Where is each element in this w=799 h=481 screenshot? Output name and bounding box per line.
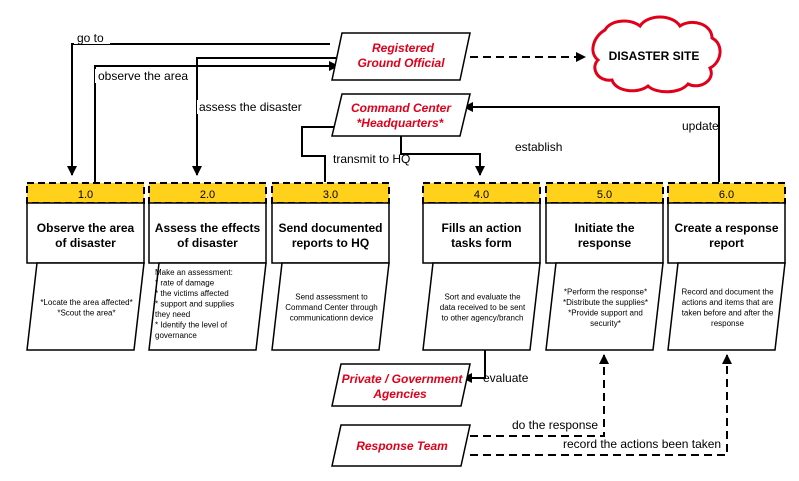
process-title: tasks form <box>451 236 512 250</box>
svg-text:*Headquarters*: *Headquarters* <box>357 116 445 130</box>
label-establish: establish <box>515 140 562 154</box>
process-title: reports to HQ <box>292 236 369 250</box>
label-record-actions: record the actions been taken <box>563 437 721 451</box>
process-number: 6.0 <box>719 189 734 201</box>
process-number: 4.0 <box>474 189 489 201</box>
entity-response-team[interactable]: Response Team <box>331 424 471 467</box>
flow-record-actions <box>470 354 732 456</box>
entity-command-center[interactable]: Command Center *Headquarters* <box>331 93 471 137</box>
svg-text:Ground Official: Ground Official <box>357 56 445 70</box>
process-description-line: Command Center through <box>285 303 378 312</box>
process-title: Fills an action <box>441 221 521 235</box>
process-description-line: actions and items that are <box>682 298 774 307</box>
process-description-line: communicationn device <box>290 314 374 323</box>
disaster-site-cloud[interactable]: DISASTER SITE <box>591 15 722 94</box>
label-update: update <box>682 119 719 133</box>
label-evaluate: evaluate <box>483 371 529 385</box>
flow-establish <box>400 134 485 176</box>
process-description-line: * support and supplies <box>155 300 234 309</box>
entity-agencies[interactable]: Private / Government Agencies <box>331 363 471 407</box>
label-do-response: do the response <box>512 418 598 432</box>
process-description-line: data received to be sent <box>440 303 526 312</box>
process-description-line: response <box>711 319 744 328</box>
svg-text:Agencies: Agencies <box>372 387 427 401</box>
process-number: 3.0 <box>323 189 338 201</box>
process-description-line: Make an assessment: <box>155 268 233 277</box>
process-description-line: governance <box>155 331 197 340</box>
process-description-line: *Distribute the supplies* <box>563 298 648 307</box>
process-number: 5.0 <box>597 189 612 201</box>
process-description-line: Sort and evaluate the <box>444 293 521 302</box>
process-description-line: * the victims affected <box>155 289 229 298</box>
process-description-line: Send assessment to <box>295 293 368 302</box>
process-description-line: *Provide support and <box>568 308 643 317</box>
process-title: report <box>709 236 744 250</box>
flow-assess <box>192 57 340 176</box>
process-title: Create a response <box>674 221 778 235</box>
flow-observe-area <box>94 61 339 182</box>
flow-transmit <box>301 122 346 182</box>
process-description-line: to other agency/branch <box>442 314 524 323</box>
process-description-line: Record and document the <box>681 287 774 296</box>
process-description-line: they need <box>155 310 190 319</box>
svg-text:Private / Government: Private / Government <box>342 372 464 386</box>
svg-text:Response Team: Response Team <box>356 439 448 453</box>
flow-go-to <box>67 43 330 176</box>
entity-ground-official[interactable]: Registered Ground Official <box>331 32 471 81</box>
label-observe-area: observe the area <box>98 69 188 83</box>
svg-text:Registered: Registered <box>372 41 435 55</box>
process-number: 1.0 <box>78 189 93 201</box>
process-title: Assess the effects <box>155 221 261 235</box>
process-title: of disaster <box>177 236 238 250</box>
flow-evaluate <box>462 350 486 383</box>
process-description-line: taken before and after the <box>682 308 774 317</box>
label-transmit: transmit to HQ <box>333 152 410 166</box>
label-go-to: go to <box>77 31 104 45</box>
process-number: 2.0 <box>200 189 215 201</box>
process-title: Send documented <box>278 221 382 235</box>
process-description-line: *Locate the area affected* <box>40 298 132 307</box>
process-description-line: security* <box>590 319 621 328</box>
process-title: Observe the area <box>37 221 135 235</box>
svg-text:Command Center: Command Center <box>351 101 452 115</box>
process-title: response <box>578 236 632 250</box>
process-title: Initiate the <box>574 221 634 235</box>
process-description-line: * rate of damage <box>155 279 215 288</box>
label-assess: assess the disaster <box>199 100 302 114</box>
svg-text:DISASTER SITE: DISASTER SITE <box>609 49 700 63</box>
process-description-line: *Scout the area* <box>57 308 115 317</box>
process-title: of disaster <box>55 236 116 250</box>
flow-update <box>463 102 720 182</box>
process-description-line: * Identify the level of <box>155 321 228 330</box>
process-description-line: *Perform the response* <box>564 287 647 296</box>
flow-do-response <box>470 354 609 437</box>
